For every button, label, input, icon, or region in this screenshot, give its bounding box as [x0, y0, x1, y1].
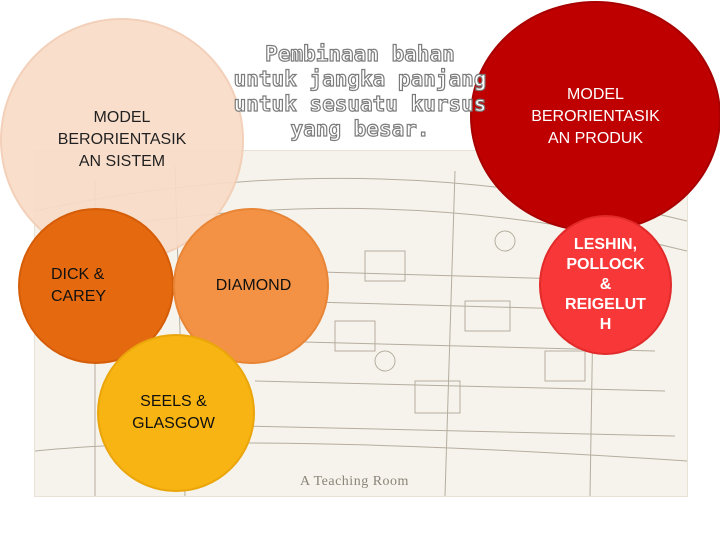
diamond-label: DIAMOND — [215, 277, 292, 294]
model-produk-label: MODEL BERORIENTASIK AN PRODUK — [531, 85, 660, 147]
seels-glasgow-circle: SEELS & GLASGOW — [97, 334, 255, 492]
leshin-circle: LESHIN, POLLOCK & REIGELUT H — [539, 215, 672, 355]
model-produk-circle: MODEL BERORIENTASIK AN PRODUK — [470, 1, 720, 232]
leshin-label: LESHIN, POLLOCK & REIGELUT H — [565, 236, 646, 333]
dick-carey-label: DICK & CAREY — [50, 266, 107, 305]
sketch-caption: A Teaching Room — [300, 474, 409, 489]
model-sistem-label: MODEL BERORIENTASIK AN SISTEM — [57, 109, 187, 170]
slide-title: Pembinaan bahan untuk jangka panjang unt… — [233, 41, 487, 141]
seels-glasgow-label: SEELS & GLASGOW — [132, 393, 215, 432]
